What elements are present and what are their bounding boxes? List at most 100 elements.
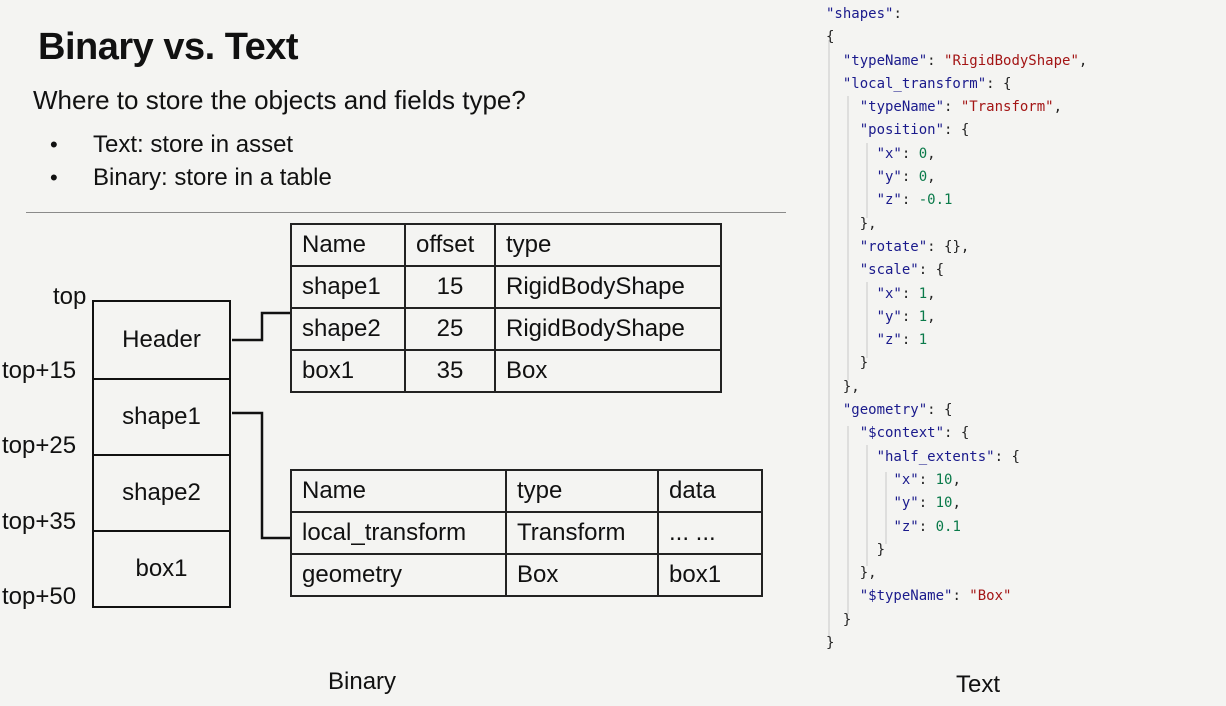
column-header: data [657,469,763,513]
json-token [826,519,893,535]
json-token: : [952,588,970,605]
stack-cell-box1: box1 [94,530,229,606]
json-token: "typeName" [842,52,928,69]
json-code-line: "z": 1 [826,329,1087,352]
stack-cell-header: Header [122,326,201,353]
json-token: 10 [935,495,953,512]
json-token: "position" [859,122,945,139]
json-token: 0 [918,145,928,162]
json-token: }, [826,215,877,232]
address-label: top [53,283,87,310]
table-row: geometry Box box1 [290,553,763,597]
json-token: "y" [876,169,902,186]
json-token: "local_transform" [842,75,987,92]
table-cell: ... ... [657,511,763,555]
text-caption: Text [956,671,1001,698]
table-cell: local_transform [290,511,507,555]
table-cell: 35 [404,349,496,393]
json-token: "y" [876,308,902,325]
json-token: 10 [935,471,953,488]
json-token: "$typeName" [859,588,953,605]
json-token: "z" [876,332,902,349]
json-token [826,472,893,488]
json-code-line: "y": 0, [826,166,1087,189]
json-code-line: } [826,632,1087,655]
table-cell: shape2 [290,307,406,351]
table-row: shape2 25 RigidBodyShape [290,307,722,351]
json-token [826,262,860,278]
json-token: : [927,52,945,69]
json-token: , [927,145,936,162]
json-token [826,495,893,511]
json-token: : [901,332,919,349]
json-token: : { [994,448,1020,465]
json-token: } [826,541,886,558]
json-token [826,53,843,69]
json-token: , [1053,99,1063,116]
json-code-line: "shapes": [826,3,1087,26]
json-token: "Box" [969,588,1012,605]
json-token: , [952,471,961,488]
json-code-line: "scale": { [826,259,1087,282]
json-code-line: "typeName": "Transform", [826,96,1087,119]
json-token: : [893,6,902,22]
json-token: 1 [918,308,928,325]
json-code-line: } [826,352,1087,375]
json-code-line: "geometry": { [826,399,1087,422]
table-cell: Box [505,553,659,597]
table-cell: RigidBodyShape [494,307,722,351]
json-token: , [927,285,936,302]
stack-cell-shape2: shape2 [94,454,229,530]
json-code-line: } [826,609,1087,632]
json-code-line: "y": 10, [826,492,1087,515]
json-token: : [901,308,919,325]
json-token [826,99,860,115]
json-token [826,192,877,208]
json-token [826,76,843,92]
json-token [826,449,877,465]
json-code-line: "x": 0, [826,143,1087,166]
json-token: "RigidBodyShape" [944,52,1079,69]
json-token [826,122,860,138]
offset-table: Name offset type shape1 15 RigidBodyShap… [290,223,722,393]
json-token: 1 [918,332,928,349]
json-code-line: }, [826,562,1087,585]
json-token: , [927,169,936,186]
json-token: "y" [893,495,919,512]
json-token: : { [986,75,1012,92]
json-token: "$context" [859,425,945,442]
json-token: 1 [918,285,928,302]
table-cell: Transform [505,511,659,555]
json-code-line: "local_transform": { [826,73,1087,96]
json-token: "shapes" [826,6,894,22]
json-token [826,146,877,162]
json-code-line: "x": 10, [826,469,1087,492]
binary-caption: Binary [328,668,397,695]
json-token: : { [944,122,970,139]
json-code-line: }, [826,376,1087,399]
bullet-item-text: Text: store in asset [50,128,332,161]
json-code-line: "z": -0.1 [826,189,1087,212]
json-token: , [1078,52,1088,69]
json-token: -0.1 [918,192,953,209]
bullet-list: Text: store in asset Binary: store in a … [50,128,332,194]
json-token: "rotate" [859,238,928,255]
table-header-row: Name offset type [290,223,722,267]
json-token: } [826,635,835,652]
json-token: : {}, [927,238,970,255]
json-code-line: "$typeName": "Box" [826,585,1087,608]
table-cell: geometry [290,553,507,597]
table-cell: shape1 [290,265,406,309]
json-code-line: }, [826,213,1087,236]
column-header: Name [290,223,406,267]
address-label: top+50 [2,583,77,610]
json-token: "x" [893,471,919,488]
json-token [826,332,877,348]
json-token: "z" [876,192,902,209]
table-row: shape1 15 RigidBodyShape [290,265,722,309]
json-token: "scale" [859,262,919,279]
table-cell: 15 [404,265,496,309]
json-code-line: "position": { [826,119,1087,142]
column-header: Name [290,469,507,513]
shape1-to-field-table-connector [232,411,292,540]
